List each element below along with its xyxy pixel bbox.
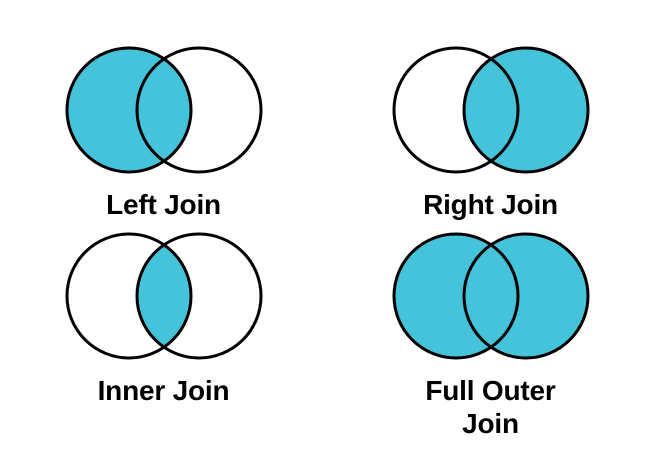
- right-circle-outline: [135, 232, 262, 360]
- intersection-fill: [463, 48, 518, 172]
- panel-label-left-join: Left Join: [106, 189, 221, 220]
- panel-label-full-outer-join: Full Outer Join: [425, 375, 556, 440]
- venn-inner-join: [59, 226, 269, 366]
- right-circle-outline: [462, 232, 589, 360]
- right-circle-fill: [463, 234, 588, 358]
- right-circle-outline: [135, 46, 262, 174]
- venn-left-join: [59, 40, 269, 180]
- panel-full-outer-join: Full Outer Join: [327, 218, 654, 474]
- panel-inner-join: Inner Join: [0, 218, 327, 474]
- left-circle-outline: [392, 232, 519, 360]
- left-circle-outline: [392, 46, 519, 174]
- right-circle-outline: [462, 46, 589, 174]
- venn-right-join: [386, 40, 596, 180]
- left-circle-outline: [65, 46, 192, 174]
- left-circle-outline: [65, 232, 192, 360]
- panel-label-right-join: Right Join: [423, 189, 558, 220]
- panel-label-inner-join: Inner Join: [97, 375, 230, 406]
- venn-full-outer-join: [386, 226, 596, 366]
- intersection-fill: [136, 234, 191, 358]
- panel-left-join: Left Join: [0, 0, 327, 220]
- intersection-fill: [136, 48, 191, 172]
- panel-right-join: Right Join: [327, 0, 654, 220]
